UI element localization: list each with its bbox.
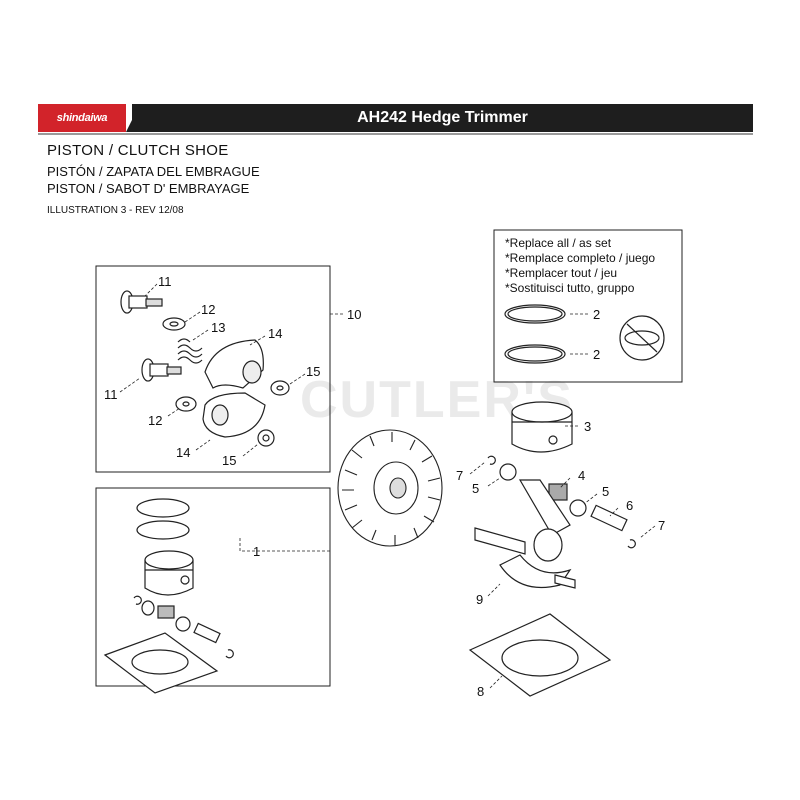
callout-6: 6 [626,498,633,513]
title-spanish: PISTÓN / ZAPATA DEL EMBRAGUE [47,164,260,179]
illustration-rev: ILLUSTRATION 3 - REV 12/08 [47,205,184,216]
washer-15-lower [257,429,275,447]
callout-11-lower: 11 [104,387,118,402]
callout-15-lower: 15 [222,453,236,468]
callout-7-right: 7 [658,518,665,533]
callout-2-lower: 2 [593,347,600,362]
title-french: PISTON / SABOT D' EMBRAYAGE [47,181,250,196]
callout-15-upper: 15 [306,364,320,379]
callout-4: 4 [578,468,585,483]
header-bar: AH242 Hedge Trimmer shindaiwa [38,104,753,132]
clutch-shoe-upper [204,339,264,389]
callout-9: 9 [476,592,483,607]
callout-2-upper: 2 [593,307,600,322]
title-english: PISTON / CLUTCH SHOE [47,142,229,159]
ring-notes-box [493,229,683,383]
flywheel [337,429,443,547]
clutch-bolt-lower [141,358,182,382]
callout-11-upper: 11 [158,274,172,289]
model-title: AH242 Hedge Trimmer [132,104,753,132]
brand-logo: shindaiwa [38,104,126,132]
piston [511,401,573,453]
note-french: *Remplacer tout / jeu [505,266,618,280]
cylinder-gasket [468,613,612,697]
callout-5-left: 5 [472,481,479,496]
note-english: *Replace all / as set [505,236,612,250]
piston-rings [504,304,665,364]
callout-14-lower: 14 [176,445,190,460]
clutch-shoe-lower [202,392,266,438]
header-underline [38,133,753,135]
callout-1: 1 [253,544,260,559]
clutch-spring [177,338,203,364]
right-small-parts [487,455,636,549]
crankshaft [474,479,576,589]
callout-3: 3 [584,419,591,434]
leader-lines [119,283,656,689]
callout-10: 10 [347,307,361,322]
piston-kit-box [95,487,331,687]
kit-gasket [103,632,219,694]
clutch-bolt-upper [120,290,163,314]
callout-13: 13 [211,320,225,335]
kit-rings [136,498,190,540]
washer-upper [162,317,186,331]
callout-14-upper: 14 [268,326,282,341]
kit-small-parts [133,595,234,659]
kit-piston [144,550,194,596]
callout-12-upper: 12 [201,302,215,317]
washer-lower [175,396,197,412]
callout-5-right: 5 [602,484,609,499]
clutch-box [95,265,331,473]
callout-12-lower: 12 [148,413,162,428]
note-italian: *Sostituisci tutto, gruppo [505,281,635,295]
washer-15-upper [270,380,290,396]
callout-7-left: 7 [456,468,463,483]
note-spanish: *Remplace completo / juego [505,251,656,265]
callout-8: 8 [477,684,484,699]
